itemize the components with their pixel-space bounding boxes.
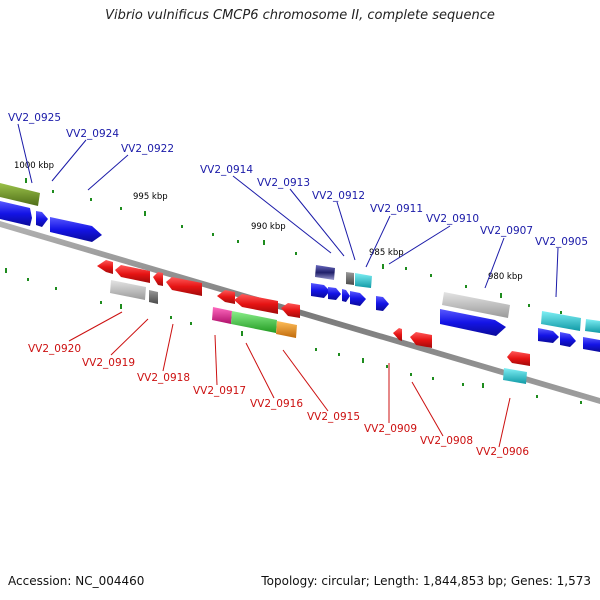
gene-label-vv2-0907[interactable]: VV2_0907 bbox=[480, 225, 533, 237]
gene-olive-feature[interactable] bbox=[0, 183, 40, 206]
gene-darkgray-feature[interactable] bbox=[346, 272, 354, 285]
topology-summary: Topology: circular; Length: 1,844,853 bp… bbox=[261, 574, 591, 588]
top-leader-lines bbox=[17, 123, 559, 298]
gene-label-vv2-0924[interactable]: VV2_0924 bbox=[66, 128, 119, 140]
gene-arrow-reverse[interactable] bbox=[166, 277, 202, 296]
scale-label-995kbp: 995 kbp bbox=[133, 192, 168, 202]
scale-label-985kbp: 985 kbp bbox=[369, 248, 404, 258]
gene-arrow-reverse[interactable] bbox=[281, 303, 300, 318]
gene-label-vv2-0920[interactable]: VV2_0920 bbox=[28, 343, 81, 355]
map-title: Vibrio vulnificus CMCP6 chromosome II, c… bbox=[105, 8, 495, 23]
gene-label-vv2-0908[interactable]: VV2_0908 bbox=[420, 435, 473, 447]
scale-label-1000kbp: 1000 kbp bbox=[14, 161, 54, 171]
gene-cyan-feature[interactable] bbox=[585, 319, 600, 333]
gene-arrow-reverse[interactable] bbox=[217, 290, 235, 304]
forward-strand-genes bbox=[0, 183, 600, 352]
gene-arrow-reverse[interactable] bbox=[97, 260, 113, 274]
gene-navy-feature[interactable] bbox=[315, 265, 335, 280]
gene-cyan-feature[interactable] bbox=[503, 368, 527, 384]
gene-arrow-forward[interactable] bbox=[342, 289, 350, 302]
gene-arrow-forward[interactable] bbox=[560, 332, 576, 347]
gene-label-vv2-0905[interactable]: VV2_0905 bbox=[535, 236, 588, 248]
gene-orange-feature[interactable] bbox=[276, 321, 297, 338]
gene-cyan-feature[interactable] bbox=[355, 273, 372, 288]
bottom-leader-lines bbox=[68, 311, 511, 448]
gene-label-vv2-0919[interactable]: VV2_0919 bbox=[82, 357, 135, 369]
gene-label-vv2-0910[interactable]: VV2_0910 bbox=[426, 213, 479, 225]
gene-arrow-forward[interactable] bbox=[350, 291, 366, 306]
gene-label-vv2-0915[interactable]: VV2_0915 bbox=[307, 411, 360, 423]
gene-arrow-forward[interactable] bbox=[50, 217, 102, 242]
gene-gray-feature[interactable] bbox=[442, 292, 510, 318]
gene-arrow-forward[interactable] bbox=[328, 287, 341, 300]
gene-label-vv2-0906[interactable]: VV2_0906 bbox=[476, 446, 529, 458]
gene-arrow-reverse[interactable] bbox=[507, 351, 530, 366]
gene-label-vv2-0925[interactable]: VV2_0925 bbox=[8, 112, 61, 124]
scale-ticks-lower bbox=[5, 268, 582, 404]
gene-arrow-reverse[interactable] bbox=[234, 294, 278, 314]
accession-text: Accession: NC_004460 bbox=[8, 574, 145, 588]
scale-label-980kbp: 980 kbp bbox=[488, 272, 523, 282]
gene-darkgray-feature[interactable] bbox=[149, 290, 158, 304]
gene-label-vv2-0914[interactable]: VV2_0914 bbox=[200, 164, 253, 176]
gene-magenta-feature[interactable] bbox=[212, 307, 232, 324]
gene-label-vv2-0917[interactable]: VV2_0917 bbox=[193, 385, 246, 397]
gene-arrow-forward[interactable] bbox=[440, 309, 506, 336]
gene-green-feature[interactable] bbox=[231, 311, 277, 333]
gene-arrow-reverse[interactable] bbox=[410, 332, 432, 348]
gene-arrow-reverse[interactable] bbox=[393, 328, 402, 341]
gene-gray-feature[interactable] bbox=[110, 280, 146, 300]
gene-arrow-reverse[interactable] bbox=[153, 272, 163, 286]
scale-label-990kbp: 990 kbp bbox=[251, 222, 286, 232]
gene-arrow-forward[interactable] bbox=[583, 337, 600, 352]
gene-arrow-reverse[interactable] bbox=[115, 265, 150, 283]
gene-arrow-forward[interactable] bbox=[376, 296, 389, 311]
gene-label-vv2-0911[interactable]: VV2_0911 bbox=[370, 203, 423, 215]
gene-label-vv2-0922[interactable]: VV2_0922 bbox=[121, 143, 174, 155]
gene-arrow-forward[interactable] bbox=[311, 283, 330, 298]
gene-arrow-forward[interactable] bbox=[36, 211, 48, 227]
gene-label-vv2-0918[interactable]: VV2_0918 bbox=[137, 372, 190, 384]
gene-label-vv2-0913[interactable]: VV2_0913 bbox=[257, 177, 310, 189]
scale-ticks-upper bbox=[25, 178, 562, 314]
gene-label-vv2-0912[interactable]: VV2_0912 bbox=[312, 190, 365, 202]
gene-label-vv2-0909[interactable]: VV2_0909 bbox=[364, 423, 417, 435]
gene-arrow-forward[interactable] bbox=[0, 201, 32, 226]
reverse-strand-genes bbox=[97, 260, 530, 384]
gene-arrow-forward[interactable] bbox=[538, 328, 559, 343]
gene-label-vv2-0916[interactable]: VV2_0916 bbox=[250, 398, 303, 410]
gene-cyan-feature[interactable] bbox=[541, 311, 581, 331]
